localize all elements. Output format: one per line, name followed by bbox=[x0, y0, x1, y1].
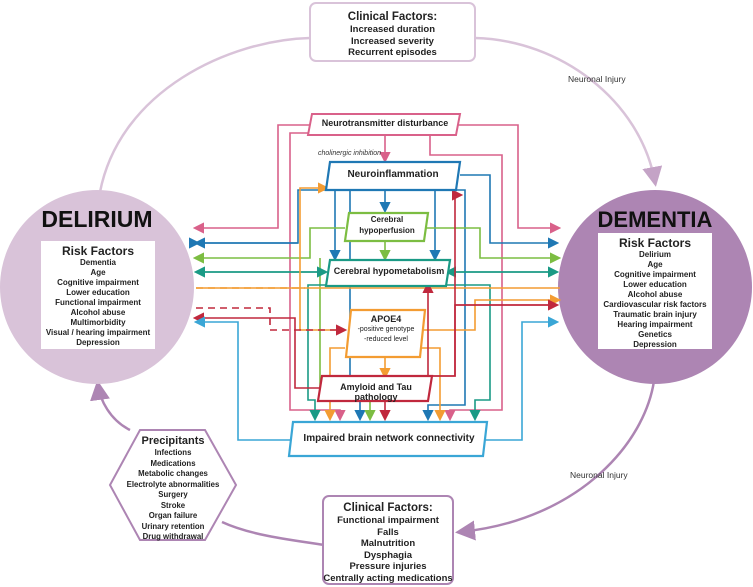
dementia-risk-title: Risk Factors bbox=[618, 236, 692, 250]
dementia-risk-box: Risk Factors Delirium Age Cognitive impa… bbox=[598, 233, 712, 349]
dementia-risk-item: Depression bbox=[633, 340, 677, 349]
hypoperfusion-box bbox=[343, 211, 430, 243]
delirium-risk-item: Lower education bbox=[66, 288, 130, 297]
arc-delirium-to-clinical-top bbox=[98, 36, 311, 193]
delirium-title: DELIRIUM bbox=[41, 206, 153, 232]
neuronal-injury-top-label: Neuronal Injury bbox=[568, 74, 626, 84]
clinical-bottom-item: Dysphagia bbox=[363, 549, 413, 561]
delirium-risk-item: Depression bbox=[76, 338, 120, 347]
network-box bbox=[287, 420, 489, 458]
red-arrows bbox=[192, 189, 560, 422]
delirium-risk-item: Functional impairment bbox=[55, 298, 141, 307]
precipitants-item: Metabolic changes bbox=[138, 469, 208, 478]
precipitants-item: Electrolyte abnormalities bbox=[126, 479, 220, 489]
delirium-risk-item: Visual / hearing impairment bbox=[45, 328, 151, 337]
clinical-bottom-item: Functional impairment bbox=[337, 515, 439, 526]
neuroinflammation-box bbox=[324, 160, 462, 192]
precipitants-item: Infections bbox=[154, 448, 192, 457]
dementia-title: DEMENTIA bbox=[597, 207, 713, 232]
precipitants-item: Surgery bbox=[158, 490, 188, 499]
delirium-risk-title: Risk Factors bbox=[61, 244, 135, 258]
arc-dementia-to-clinical-bottom bbox=[455, 371, 657, 541]
precipitants-item: Organ failure bbox=[148, 511, 198, 520]
precipitants-content: Precipitants Infections Medications Meta… bbox=[118, 434, 228, 543]
teal-arrows bbox=[193, 266, 560, 422]
dementia-risk-item: Alcohol abuse bbox=[627, 290, 683, 299]
clinical-top-title: Clinical Factors: bbox=[347, 11, 438, 23]
delirium-risk-item: Age bbox=[90, 268, 106, 277]
clinical-bottom-content: Clinical Factors: Functional impairment … bbox=[323, 501, 453, 585]
clinical-top-content: Clinical Factors: Increased duration Inc… bbox=[310, 10, 475, 59]
neuroinflammation-label: Neuroinflammation bbox=[347, 169, 439, 180]
neuronal-injury-bottom-label: Neuronal Injury bbox=[570, 470, 628, 480]
dementia-risk-item: Hearing impairment bbox=[617, 320, 693, 329]
dementia-risk-item: Lower education bbox=[623, 280, 687, 289]
clinical-bottom-box bbox=[322, 495, 454, 585]
dementia-risk-item: Cardiovascular risk factors bbox=[603, 300, 707, 309]
clinical-top-item: Increased severity bbox=[351, 35, 434, 47]
neurotransmitter-box bbox=[306, 113, 462, 136]
delirium-risk-box: Risk Factors Dementia Age Cognitive impa… bbox=[41, 241, 155, 349]
hypoperfusion-label: Cerebral hypoperfusion bbox=[348, 214, 426, 236]
clinical-top-box bbox=[309, 2, 476, 62]
clinical-bottom-item: Pressure injuries bbox=[349, 561, 427, 573]
hypometabolism-box bbox=[324, 258, 452, 288]
precipitants-item: Drug withdrawal bbox=[142, 532, 204, 541]
precipitants-item: Stroke bbox=[160, 500, 186, 510]
clinical-bottom-title: Clinical Factors: bbox=[343, 502, 433, 514]
arc-clinical-top-to-dementia bbox=[474, 36, 663, 187]
clinical-bottom-item: Falls bbox=[377, 526, 399, 538]
apoe4-title: APOE4 bbox=[370, 314, 402, 324]
dementia-risk-item: Delirium bbox=[638, 250, 671, 259]
apoe4-line1: -positive genotype bbox=[357, 326, 415, 333]
arc-clinical-bottom-to-precipitants bbox=[221, 520, 326, 547]
apoe4-box bbox=[344, 308, 427, 359]
precipitants-item: Urinary retention bbox=[141, 521, 205, 531]
hypoperfusion-line2: hypoperfusion bbox=[359, 226, 415, 235]
cyan-arrows bbox=[193, 316, 560, 441]
clinical-top-item: Increased duration bbox=[350, 24, 435, 35]
clinical-bottom-item: Malnutrition bbox=[360, 538, 416, 550]
dementia-risk-item: Genetics bbox=[638, 330, 672, 339]
arc-precipitants-to-delirium bbox=[90, 380, 131, 432]
amyloid-box bbox=[316, 374, 434, 403]
delirium-risk-item: Alcohol abuse bbox=[70, 308, 126, 317]
precipitants-title: Precipitants bbox=[141, 435, 205, 447]
neurotransmitter-label: Neurotransmitter disturbance bbox=[321, 118, 449, 128]
dementia-risk-item: Cognitive impairment bbox=[614, 270, 696, 279]
clinical-top-item: Recurrent episodes bbox=[348, 47, 437, 59]
delirium-risk-item: Cognitive impairment bbox=[57, 278, 139, 287]
precipitants-hexagon bbox=[108, 429, 238, 541]
clinical-bottom-item: Centrally acting medications bbox=[323, 572, 453, 584]
network-label: Impaired brain network connectivity bbox=[303, 433, 475, 444]
delirium-risk-item: Multimorbidity bbox=[70, 318, 126, 327]
dementia-risk-item: Age bbox=[647, 260, 663, 269]
precipitants-item: Medications bbox=[150, 458, 196, 468]
hypometabolism-label: Cerebral hypometabolism bbox=[333, 266, 445, 276]
delirium-risk-item: Dementia bbox=[79, 258, 116, 267]
apoe4-line2: -reduced level bbox=[364, 336, 408, 343]
dementia-risk-item: Traumatic brain injury bbox=[613, 310, 697, 319]
hypoperfusion-line1: Cerebral bbox=[370, 215, 404, 224]
amyloid-label: Amyloid and Tau pathology bbox=[340, 382, 412, 402]
pink-arrows bbox=[192, 124, 562, 422]
apoe4-label: APOE4 -positive genotype -reduced level bbox=[350, 313, 422, 345]
cholinergic-label: cholinergic inhibition bbox=[318, 150, 382, 157]
